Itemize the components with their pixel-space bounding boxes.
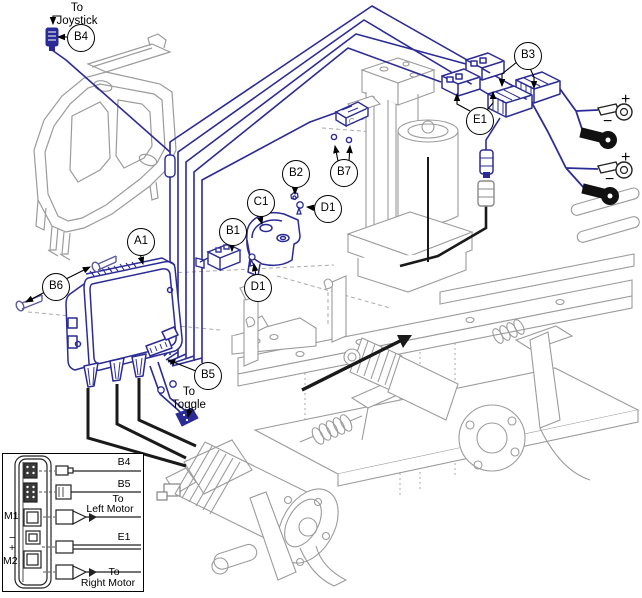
connector-b7 <box>330 101 370 144</box>
legend-b4-label: B4 <box>117 456 131 468</box>
callout-d1-upper: D1 <box>314 195 342 223</box>
to-toggle-line1: To <box>182 386 196 398</box>
callout-arrows <box>25 15 538 419</box>
battery1-positive-sign: + <box>621 91 631 108</box>
to-joystick-label: To Joystick <box>48 2 106 27</box>
callout-c1: C1 <box>247 189 275 217</box>
callout-b3: B3 <box>514 42 542 70</box>
to-joystick-line1: To <box>70 2 84 14</box>
callout-e1: E1 <box>466 107 494 135</box>
callout-b7: B7 <box>330 159 358 187</box>
legend-right-motor-to: To <box>108 566 120 578</box>
callout-d1-lower: D1 <box>244 274 272 302</box>
legend-b5-label: B5 <box>117 478 131 490</box>
seat-frame-art <box>33 33 177 261</box>
chassis-art <box>156 187 640 587</box>
connector-b1 <box>195 243 242 272</box>
controller-module <box>65 257 183 388</box>
callout-b1: B1 <box>219 218 247 246</box>
inline-connectors <box>477 149 495 207</box>
callout-b4: B4 <box>67 24 95 52</box>
battery2-positive-sign: + <box>621 149 631 166</box>
legend-m1-label: M1 <box>4 510 19 522</box>
legend-left-motor-label: Left Motor <box>86 503 134 515</box>
connectors-b3-pair <box>487 71 561 118</box>
to-joystick-line2: Joystick <box>56 14 98 27</box>
to-toggle-line2: Toggle <box>172 398 206 411</box>
ferrite-bead <box>164 154 176 178</box>
battery-terminals <box>579 103 633 205</box>
callout-b6: B6 <box>42 273 70 301</box>
legend-left-motor-to: To <box>112 493 124 505</box>
battery-cables <box>86 157 488 468</box>
legend-minus-label: − <box>9 532 16 544</box>
mounting-screws-b6 <box>15 255 117 312</box>
to-toggle-label: To Toggle <box>163 386 215 411</box>
battery1-negative-sign: − <box>603 113 613 130</box>
legend-right-motor-label: Right Motor <box>80 577 136 589</box>
joystick-connector <box>45 27 59 51</box>
legend-e1-label: E1 <box>117 531 131 543</box>
connector-legend-box: M1 − + M2 B4 B5 To Left Motor E1 To Righ… <box>2 453 144 592</box>
callout-a1: A1 <box>127 228 155 256</box>
legend-plus-label: + <box>9 542 16 554</box>
callout-b2: B2 <box>282 160 310 188</box>
legend-m2-label: M2 <box>3 555 18 567</box>
battery2-negative-sign: − <box>605 171 615 188</box>
seat-tower-art <box>346 57 474 293</box>
connectors-e1-pair <box>441 52 505 97</box>
legend-connector-art <box>14 455 141 589</box>
wiring-harness <box>51 5 599 416</box>
callout-b5: B5 <box>194 362 222 390</box>
